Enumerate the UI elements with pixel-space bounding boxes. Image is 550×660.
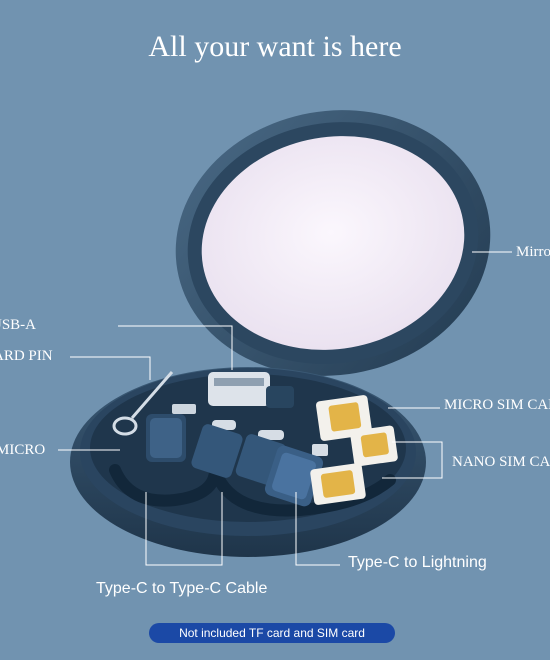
label-type-c-cable: Type-C to Type-C Cable	[96, 580, 268, 597]
sim-adapters	[310, 395, 398, 505]
page-title: All your want is here	[148, 30, 402, 63]
mirror	[201, 136, 465, 350]
label-mirror: Mirror	[516, 244, 550, 260]
sim-card-pin	[112, 371, 174, 436]
usb-a-adapter	[208, 372, 294, 408]
label-card-pin: CARD PIN	[0, 348, 53, 364]
label-usb-a: USB-A	[0, 317, 37, 333]
case-lid	[175, 110, 491, 376]
label-micro-sim: MICRO SIM CARD	[444, 397, 550, 413]
cable-channel	[109, 464, 396, 517]
label-nano-sim: NANO SIM CARD	[452, 454, 550, 470]
notice-badge: Not included TF card and SIM card	[149, 623, 395, 643]
leader-lines	[58, 251, 512, 566]
type-c-adapters	[191, 420, 287, 486]
type-c-lightning-adapter	[264, 444, 328, 507]
micro-adapter	[146, 404, 196, 462]
label-type-c-lightning: Type-C to Lightning	[348, 554, 487, 571]
label-micro: MICRO	[0, 442, 46, 458]
